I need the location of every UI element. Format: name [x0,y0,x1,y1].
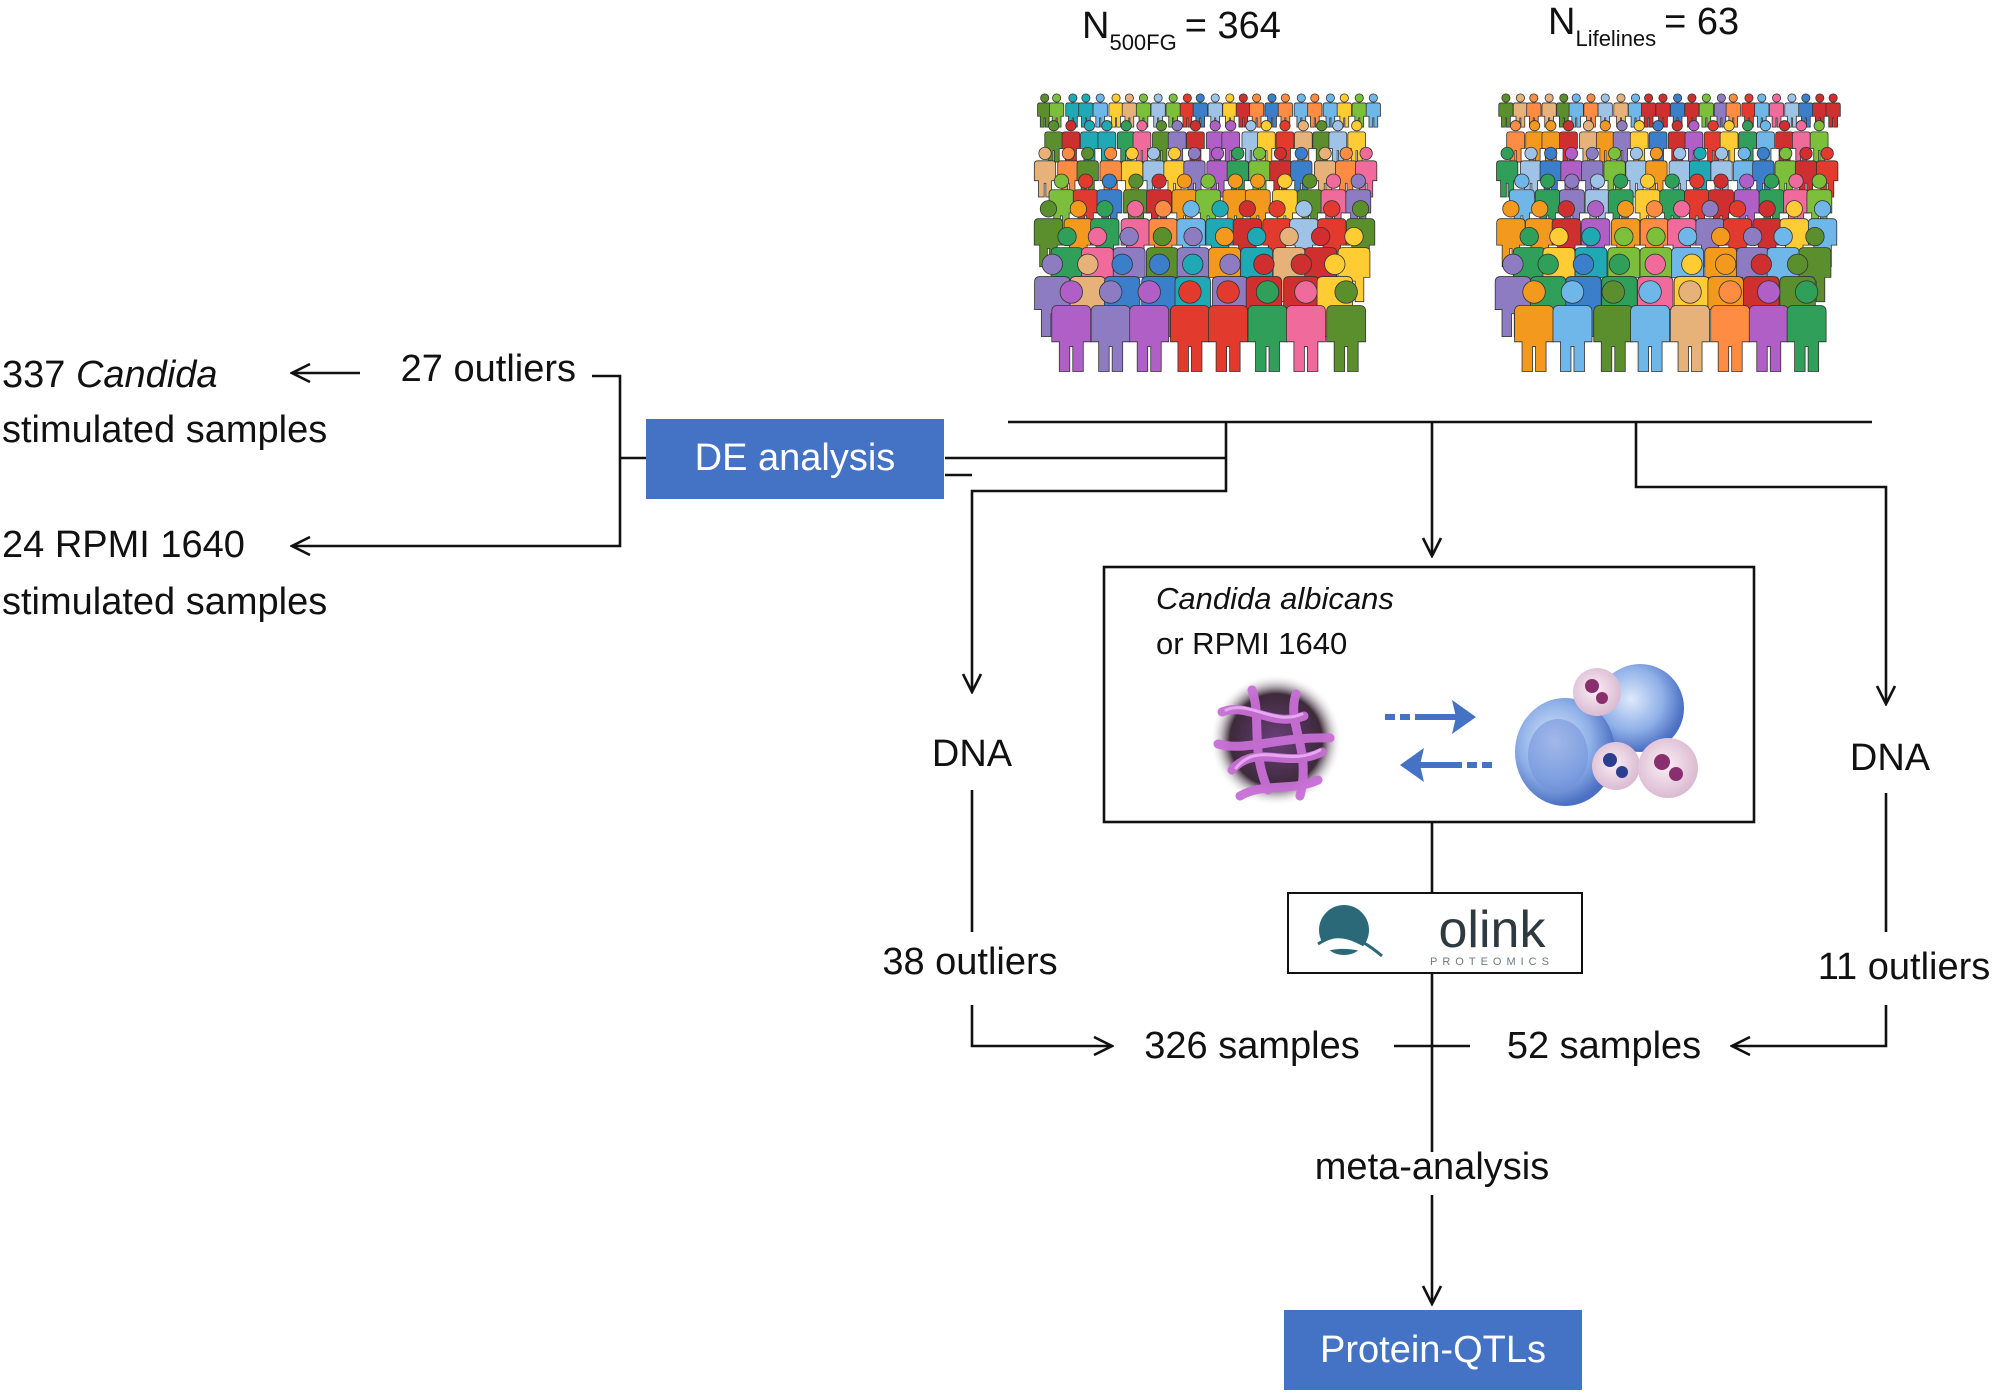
arrow-to-52-samples [1732,1005,1888,1046]
candida-samples-line2: stimulated samples [2,409,327,451]
de-analysis-label: DE analysis [695,437,896,479]
cohort-500fg-label: N500FG= 364 [1082,5,1281,55]
arrow-to-right-dna [1634,422,1886,704]
stimulation-rpmi-label: or RPMI 1640 [1156,626,1347,661]
cohort-500fg-crowd-icon [1033,93,1381,372]
right-samples-label: 52 samples [1507,1025,1701,1067]
arrow-to-left-dna [972,422,1228,692]
right-outliers-label: 11 outliers [1818,946,1991,988]
olink-logo-text: olink [1439,901,1547,959]
arrow-to-326-samples [970,1005,1112,1046]
left-outliers-label: 38 outliers [882,941,1057,983]
candida-samples-label: 337 Candida [2,354,218,396]
candida-outliers-label: 27 outliers [401,348,576,390]
protein-qtls-label: Protein-QTLs [1320,1329,1546,1371]
connector-lines [292,373,1886,1304]
arrow-to-rpmi-samples [292,374,622,546]
rpmi-samples-label: 24 RPMI 1640 [2,524,245,566]
right-dna-label: DNA [1850,737,1931,779]
left-dna-label: DNA [932,733,1013,775]
olink-logo-icon [1317,905,1383,958]
olink-logo-subtext: PROTEOMICS [1430,956,1554,968]
stimulation-candida-label: Candida albicans [1156,581,1394,616]
protein-qtls-box [1284,1310,1582,1390]
cohort-lifelines-label: NLifelines= 63 [1548,1,1739,51]
de-analysis-box [646,419,944,499]
bidirectional-arrows-icon [1385,700,1492,782]
rpmi-samples-line2: stimulated samples [2,581,327,623]
left-samples-label: 326 samples [1144,1025,1359,1067]
cohort-lifelines-crowd-icon [1494,93,1841,372]
meta-analysis-label: meta-analysis [1315,1146,1549,1188]
candida-fungus-icon [1210,674,1342,806]
immune-cells-icon [1515,664,1698,806]
